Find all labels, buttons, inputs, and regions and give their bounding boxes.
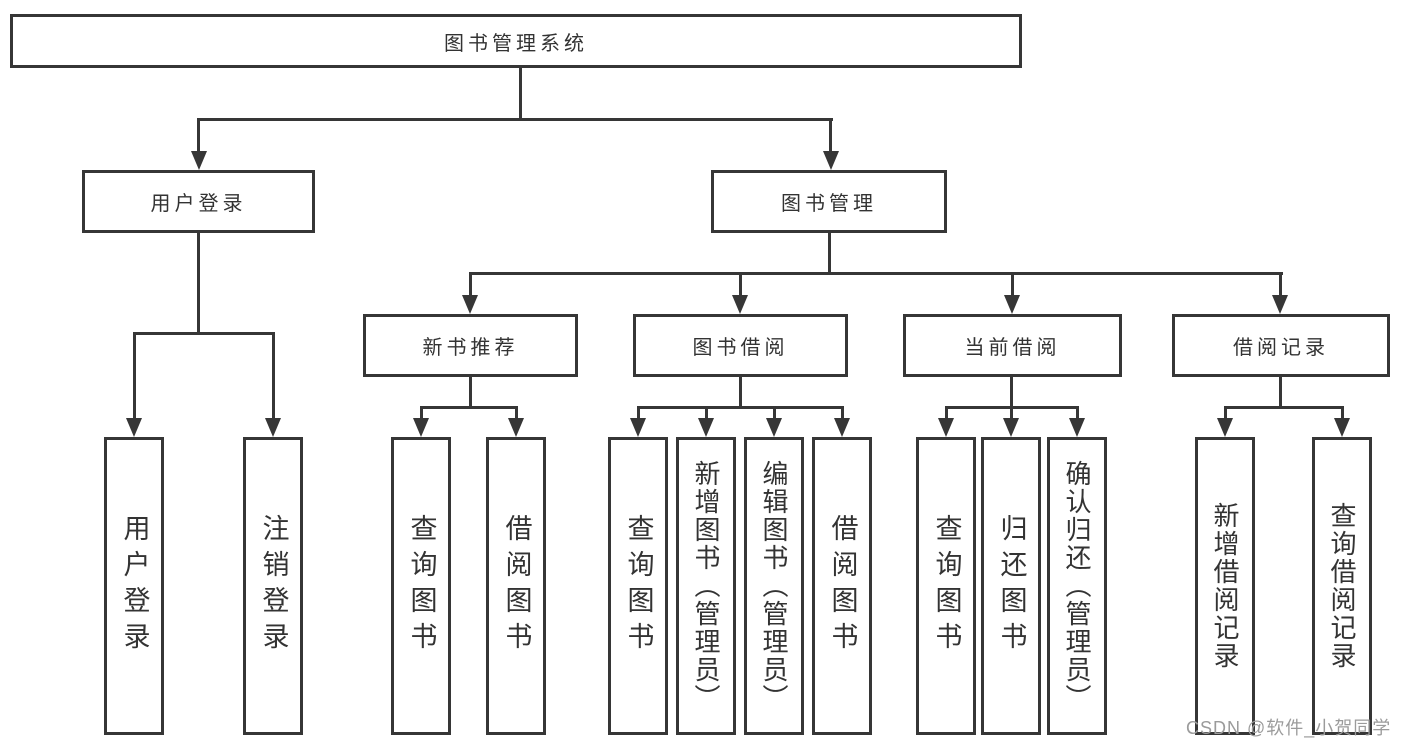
- connector-book-management-stem: [828, 233, 831, 275]
- connector-drop-leaf: [1224, 406, 1227, 420]
- arrow-down-icon: [1003, 418, 1019, 437]
- leaf-current-return-books: 归还图书: [981, 437, 1041, 735]
- connector-drop-borrow: [739, 272, 742, 297]
- connector-drop-recommend: [469, 272, 472, 297]
- leaf-logout: 注销登录: [243, 437, 303, 735]
- leaf-current-confirm-return-admin: 确认归还（管理员）: [1047, 437, 1107, 735]
- leaf-label: 编辑图书（管理员）: [759, 460, 789, 712]
- connector-drop-records: [1279, 272, 1282, 297]
- arrow-down-icon: [1004, 295, 1020, 314]
- connector-drop-leaf: [1341, 406, 1344, 420]
- leaf-borrow-edit-books-admin: 编辑图书（管理员）: [744, 437, 804, 735]
- connector-drop-leaf-logout: [272, 332, 275, 419]
- node-book-management: 图书管理: [711, 170, 947, 233]
- leaf-label: 注销登录: [258, 514, 289, 658]
- connector-drop-leaf: [773, 406, 776, 420]
- leaf-recommend-query-books: 查询图书: [391, 437, 451, 735]
- connector-user-login-rail: [133, 332, 275, 335]
- arrow-down-icon: [834, 418, 850, 437]
- arrow-down-icon: [191, 151, 207, 170]
- connector-user-login-stem: [197, 233, 200, 335]
- leaf-label: 查询图书: [406, 514, 437, 658]
- node-user-login: 用户登录: [82, 170, 315, 233]
- connector-level3-rail: [469, 272, 1283, 275]
- leaf-label: 新增图书（管理员）: [691, 460, 721, 712]
- arrow-down-icon: [462, 295, 478, 314]
- arrow-down-icon: [823, 151, 839, 170]
- connector-drop-leaf: [1076, 406, 1079, 420]
- arrow-down-icon: [126, 418, 142, 437]
- arrow-down-icon: [630, 418, 646, 437]
- connector-drop-leaf: [841, 406, 844, 420]
- connector-drop-book-management: [829, 118, 832, 154]
- arrow-down-icon: [698, 418, 714, 437]
- connector-drop-leaf: [420, 406, 423, 420]
- leaf-borrow-query-books: 查询图书: [608, 437, 668, 735]
- leaf-label: 查询图书: [623, 514, 654, 658]
- leaf-user-login: 用户登录: [104, 437, 164, 735]
- arrow-down-icon: [413, 418, 429, 437]
- connector-borrow-rail: [637, 406, 844, 409]
- node-current-borrow: 当前借阅: [903, 314, 1122, 377]
- arrow-down-icon: [1217, 418, 1233, 437]
- leaf-label: 查询借阅记录: [1327, 502, 1357, 670]
- arrow-down-icon: [508, 418, 524, 437]
- leaf-label: 借阅图书: [827, 514, 858, 658]
- node-new-book-recommend: 新书推荐: [363, 314, 578, 377]
- leaf-borrow-borrow-books: 借阅图书: [812, 437, 872, 735]
- arrow-down-icon: [1069, 418, 1085, 437]
- leaf-current-query-books: 查询图书: [916, 437, 976, 735]
- connector-drop-leaf: [705, 406, 708, 420]
- leaf-label: 借阅图书: [501, 514, 532, 658]
- connector-root-stem: [519, 68, 522, 121]
- connector-records-rail: [1224, 406, 1343, 409]
- leaf-label: 归还图书: [996, 514, 1027, 658]
- arrow-down-icon: [265, 418, 281, 437]
- leaf-label: 新增借阅记录: [1210, 502, 1240, 670]
- node-book-borrow: 图书借阅: [633, 314, 848, 377]
- connector-borrow-stem: [739, 377, 742, 409]
- arrow-down-icon: [1272, 295, 1288, 314]
- connector-recommend-rail: [420, 406, 518, 409]
- leaf-label: 用户登录: [119, 514, 150, 658]
- connector-drop-current: [1011, 272, 1014, 297]
- connector-drop-leaf: [515, 406, 518, 420]
- arrow-down-icon: [732, 295, 748, 314]
- leaf-recommend-borrow-books: 借阅图书: [486, 437, 546, 735]
- leaf-label: 查询图书: [931, 514, 962, 658]
- node-borrow-records: 借阅记录: [1172, 314, 1390, 377]
- arrow-down-icon: [766, 418, 782, 437]
- connector-records-stem: [1279, 377, 1282, 409]
- arrow-down-icon: [938, 418, 954, 437]
- connector-drop-leaf: [945, 406, 948, 420]
- connector-level1-rail: [197, 118, 833, 121]
- connector-recommend-stem: [469, 377, 472, 409]
- leaf-records-query-record: 查询借阅记录: [1312, 437, 1372, 735]
- connector-drop-user-login: [197, 118, 200, 154]
- connector-drop-leaf-login: [133, 332, 136, 419]
- connector-drop-leaf: [1010, 406, 1013, 420]
- node-root: 图书管理系统: [10, 14, 1022, 68]
- leaf-borrow-add-books-admin: 新增图书（管理员）: [676, 437, 736, 735]
- connector-current-stem: [1010, 377, 1013, 409]
- watermark: CSDN @软件_小贺同学: [1186, 718, 1392, 738]
- connector-drop-leaf: [637, 406, 640, 420]
- arrow-down-icon: [1334, 418, 1350, 437]
- leaf-records-add-record: 新增借阅记录: [1195, 437, 1255, 735]
- leaf-label: 确认归还（管理员）: [1062, 460, 1092, 712]
